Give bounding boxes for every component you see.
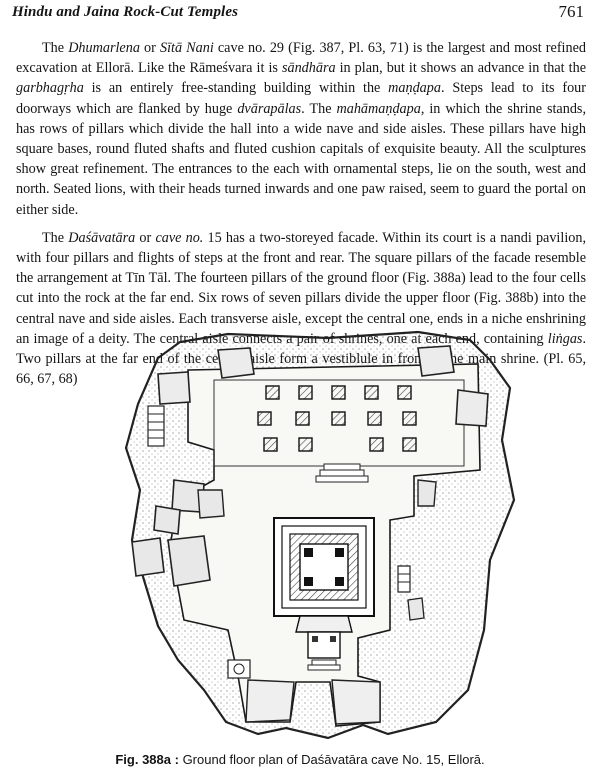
figure-label: Fig. 388a : bbox=[115, 752, 179, 767]
italic-term: liṅgas bbox=[547, 330, 583, 347]
italic-term: garbhagṛha bbox=[16, 80, 84, 97]
italic-term: sāndhāra bbox=[281, 60, 336, 77]
italic-term: maṇḍapa bbox=[388, 80, 441, 97]
text-run: in plan, but it shows an advance in that… bbox=[335, 60, 586, 77]
right-fragments bbox=[397, 479, 437, 621]
text-run: The bbox=[42, 229, 69, 246]
text-run: , in which the shrine stands, has rows o… bbox=[16, 100, 586, 218]
italic-term: cave no. bbox=[155, 229, 204, 246]
text-run: . Steps lead to its four doorways which … bbox=[16, 80, 586, 117]
left-chambers bbox=[131, 479, 225, 587]
text-run: . The bbox=[301, 100, 337, 117]
italic-term: Sītā Nani bbox=[159, 40, 214, 56]
italic-term: Dhumarlena bbox=[68, 40, 140, 56]
text-run: cave no. 29 (Fig. 387, Pl. 63, 71) is th… bbox=[16, 40, 586, 77]
floor-plan-drawing bbox=[124, 330, 516, 740]
rear-cells bbox=[157, 345, 489, 427]
entrance-gate bbox=[227, 659, 381, 725]
text-run: or bbox=[139, 40, 160, 56]
text-run: The bbox=[42, 40, 69, 56]
side-stairway bbox=[147, 405, 165, 447]
italic-term: Daśāvatāra bbox=[68, 229, 136, 246]
hall-pillars bbox=[257, 385, 417, 452]
figure-caption: Fig. 388a : Ground floor plan of Daśāvat… bbox=[0, 752, 600, 767]
nandi-pavilion bbox=[273, 517, 375, 617]
text-run: is an entirely free-standing building wi… bbox=[83, 80, 389, 97]
italic-term: mahāmaṇḍapa bbox=[336, 100, 421, 117]
paragraph-dhumarlena: The Dhumarlena or Sītā Nani cave no. 29 … bbox=[16, 38, 586, 220]
figure-caption-text: Ground floor plan of Daśāvatāra cave No.… bbox=[182, 752, 485, 767]
floor-plan-figure bbox=[118, 330, 518, 740]
text-run: or bbox=[135, 229, 156, 246]
pavilion-porch bbox=[295, 615, 353, 671]
running-head: Hindu and Jaina Rock-Cut Temples bbox=[12, 4, 239, 20]
page-number: 761 bbox=[558, 2, 585, 21]
hall-steps bbox=[315, 463, 369, 483]
italic-term: dvārapālas bbox=[237, 100, 302, 117]
page-header: Hindu and Jaina Rock-Cut Temples 761 bbox=[12, 2, 590, 26]
